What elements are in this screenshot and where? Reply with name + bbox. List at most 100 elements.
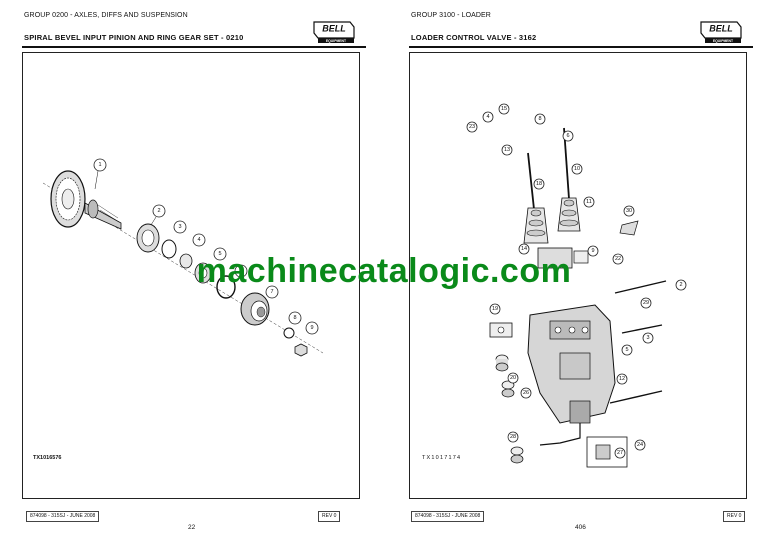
svg-text:EQUIPMENT: EQUIPMENT	[713, 39, 734, 43]
valve-body	[527, 304, 616, 446]
svg-text:29: 29	[643, 300, 649, 306]
callout-5: 5	[213, 247, 227, 261]
svg-text:BELL: BELL	[709, 24, 733, 34]
figure-reference: TX1017174	[422, 455, 462, 461]
svg-text:14: 14	[521, 246, 527, 252]
callout-15: 15	[498, 103, 510, 115]
svg-text:2: 2	[679, 282, 682, 288]
svg-text:24: 24	[637, 442, 643, 448]
callout-9: 9	[305, 321, 319, 335]
callout-5: 5	[621, 344, 633, 356]
callout-11: 11	[583, 196, 595, 208]
svg-text:3: 3	[178, 224, 181, 230]
svg-text:26: 26	[523, 390, 529, 396]
group-heading: GROUP 3100 - LOADER	[411, 12, 491, 19]
svg-text:BELL: BELL	[322, 24, 346, 34]
yoke-part	[240, 292, 270, 326]
callout-10: 10	[571, 163, 583, 175]
svg-text:8: 8	[293, 315, 296, 321]
callout-22: 22	[612, 253, 624, 265]
callout-3: 3	[173, 220, 187, 234]
callout-30: 30	[623, 205, 635, 217]
figure-frame: 1 2 3 4 5 6 7 8 9 TX1016576	[22, 52, 360, 499]
right-page: GROUP 3100 - LOADER BELL EQUIPMENT LOADE…	[403, 0, 761, 543]
callout-6: 6	[562, 130, 574, 142]
svg-text:23: 23	[469, 124, 475, 130]
figure-reference: TX1016576	[33, 455, 62, 461]
svg-text:15: 15	[501, 106, 507, 112]
svg-text:27: 27	[617, 450, 623, 456]
svg-text:30: 30	[626, 208, 632, 214]
callout-9: 9	[587, 245, 599, 257]
svg-text:19: 19	[492, 306, 498, 312]
figure-frame: 23 4 15 13 8 6 10 18 11 30 14 9 22 2 29 …	[409, 52, 747, 499]
svg-text:18: 18	[536, 181, 542, 187]
callout-29: 29	[640, 297, 652, 309]
bell-equipment-logo: BELL EQUIPMENT	[313, 21, 355, 43]
page-title: SPIRAL BEVEL INPUT PINION AND RING GEAR …	[24, 33, 244, 42]
doc-reference: 874098 - 315SJ - JUNE 2008	[411, 511, 485, 522]
svg-text:22: 22	[615, 256, 621, 262]
callout-1: 1	[93, 158, 107, 190]
bearing-part	[136, 223, 160, 253]
group-heading: GROUP 0200 - AXLES, DIFFS AND SUSPENSION	[24, 12, 188, 19]
callout-27: 27	[614, 447, 626, 459]
page-title: LOADER CONTROL VALVE - 3162	[411, 33, 537, 42]
callout-3: 3	[642, 332, 654, 344]
title-rule	[22, 46, 366, 48]
page-number: 406	[575, 524, 586, 531]
svg-text:4: 4	[197, 237, 200, 243]
watermark: machinecatalogic.com	[196, 252, 572, 290]
callout-23: 23	[466, 121, 478, 133]
callout-7: 7	[265, 285, 279, 299]
callout-20: 20	[507, 372, 519, 384]
svg-text:5: 5	[218, 251, 221, 257]
callout-14: 14	[518, 243, 530, 255]
lever-right	[557, 127, 581, 232]
doc-reference: 874098 - 315SJ - JUNE 2008	[26, 511, 100, 522]
callout-8: 8	[534, 113, 546, 125]
svg-text:EQUIPMENT: EQUIPMENT	[326, 39, 347, 43]
svg-text:1: 1	[98, 162, 101, 168]
callout-28: 28	[507, 431, 519, 443]
callout-4: 4	[482, 111, 494, 123]
page-number: 22	[188, 524, 196, 531]
svg-text:4: 4	[486, 114, 489, 120]
svg-text:8: 8	[538, 116, 541, 122]
callout-2: 2	[150, 204, 166, 226]
callout-26: 26	[520, 387, 532, 399]
bell-equipment-logo: BELL EQUIPMENT	[700, 21, 742, 43]
callout-2: 2	[675, 279, 687, 291]
svg-text:9: 9	[310, 325, 313, 331]
revision: REV 0	[318, 511, 341, 522]
svg-text:3: 3	[646, 335, 649, 341]
spacer-set	[495, 354, 524, 464]
svg-text:13: 13	[504, 147, 510, 153]
svg-text:6: 6	[566, 133, 569, 139]
svg-text:10: 10	[574, 166, 580, 172]
pinion-shaft-part	[84, 199, 122, 230]
callout-13: 13	[501, 144, 513, 156]
ring-gear-part	[50, 170, 86, 228]
callout-18: 18	[533, 178, 545, 190]
svg-text:2: 2	[157, 208, 160, 214]
left-page: GROUP 0200 - AXLES, DIFFS AND SUSPENSION…	[16, 0, 374, 543]
svg-text:6: 6	[239, 268, 242, 274]
revision: REV 0	[723, 511, 746, 522]
callout-12: 12	[616, 373, 628, 385]
svg-text:11: 11	[586, 199, 592, 205]
exploded-diagram-control-valve: 23 4 15 13 8 6 10 18 11 30 14 9 22 2 29 …	[466, 103, 687, 468]
svg-text:12: 12	[619, 376, 625, 382]
callout-6: 6	[234, 264, 248, 278]
callout-19: 19	[489, 303, 501, 315]
title-rule	[409, 46, 753, 48]
svg-text:20: 20	[510, 375, 516, 381]
svg-text:9: 9	[591, 248, 594, 254]
svg-text:5: 5	[625, 347, 628, 353]
lever-left	[523, 152, 549, 244]
callout-24: 24	[634, 439, 646, 451]
callout-4: 4	[192, 233, 206, 247]
exploded-diagram-pinion: 1 2 3 4 5 6 7 8 9	[42, 158, 324, 357]
svg-text:7: 7	[270, 289, 273, 295]
callout-8: 8	[288, 311, 302, 325]
